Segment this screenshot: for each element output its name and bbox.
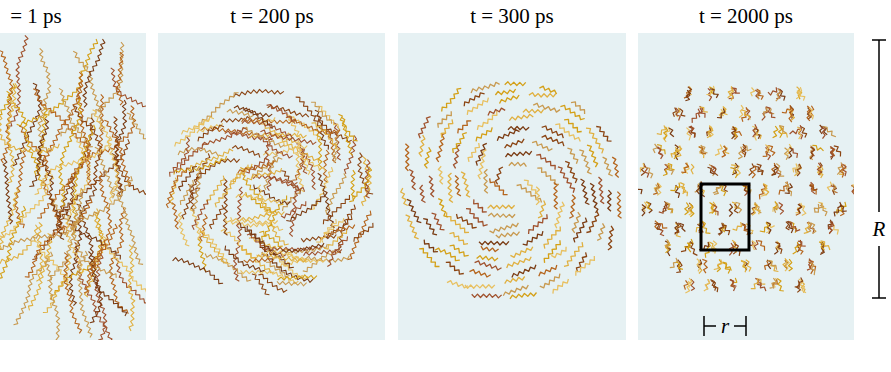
chains-2000ps	[638, 86, 854, 293]
time-label: t = 300 ps	[470, 6, 554, 27]
sample-box	[701, 184, 749, 250]
chains-300ps	[401, 82, 622, 299]
panel-ground	[0, 33, 146, 340]
dimension-label: r	[721, 316, 729, 337]
panel-ground	[398, 33, 626, 340]
dimension-label: R	[873, 219, 886, 240]
time-label: = 1 ps	[10, 6, 62, 27]
time-label: t = 200 ps	[230, 6, 314, 27]
chains-1ps	[0, 35, 146, 340]
chains-200ps	[166, 89, 373, 294]
R-dimension	[872, 40, 886, 298]
time-label: t = 2000 ps	[699, 6, 793, 27]
r-dimension	[704, 316, 746, 336]
panel-ground	[158, 33, 385, 340]
panel-ground	[638, 33, 854, 340]
